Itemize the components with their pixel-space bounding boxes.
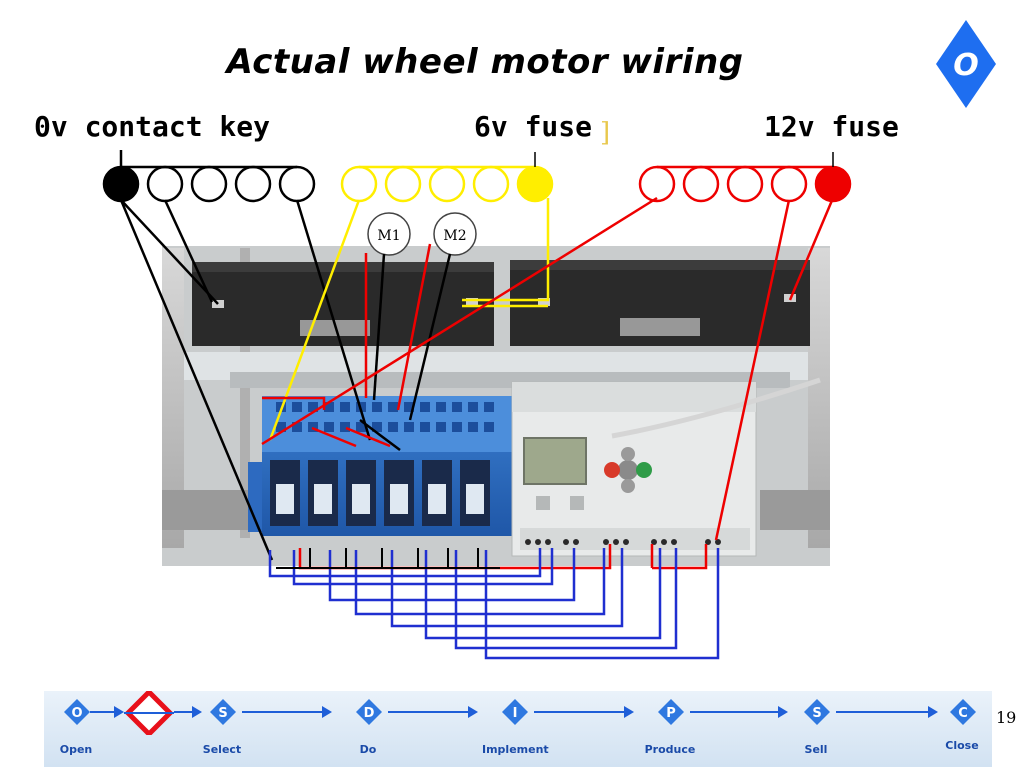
step-implement-label: Implement (482, 743, 549, 756)
relay-bank (248, 396, 512, 536)
osdips-process-bar: O Open S Select D Do I Implement (44, 691, 992, 767)
slide-title: Actual wheel motor wiring (226, 42, 744, 82)
corner-badge-letter: O (953, 48, 979, 83)
current-step-diamond-icon (124, 691, 174, 735)
step-select-label: Select (202, 743, 242, 756)
step-close[interactable]: C Close (930, 691, 994, 767)
do-diamond-icon: D (356, 699, 382, 725)
black-output-ties (276, 548, 500, 569)
step-open[interactable]: O Open (44, 691, 108, 767)
zero-volt-label: 0v contact key (34, 110, 271, 143)
motor-m2: M2 (433, 212, 477, 256)
select-diamond-icon: S (210, 699, 236, 725)
wiring-diagram: M1 M2 (102, 150, 852, 660)
sell-diamond-icon: S (804, 699, 830, 725)
svg-text:S: S (218, 706, 227, 721)
step-implement[interactable]: I Implement (482, 691, 549, 767)
page-number: 19 (996, 708, 1017, 727)
step-sell-label: Sell (804, 743, 828, 756)
step-open-label: Open (59, 743, 93, 756)
zero-volt-terminals (102, 150, 316, 203)
six-volt-terminals (340, 152, 554, 203)
svg-text:P: P (666, 706, 676, 721)
step-select[interactable]: S Select (190, 691, 254, 767)
arrow-sell-to-close (836, 706, 938, 718)
arrow-current-to-select (174, 706, 202, 718)
svg-text:O: O (71, 706, 82, 721)
motor-m2-label: M2 (443, 228, 466, 244)
twelve-volt-terminals (638, 152, 852, 203)
produce-diamond-icon: P (658, 699, 684, 725)
step-produce-label: Produce (644, 743, 696, 756)
step-produce[interactable]: P Produce (638, 691, 702, 767)
step-close-label: Close (945, 739, 979, 752)
six-volt-fuse-label: 6v fuse (474, 110, 593, 143)
motor-m1: M1 (367, 212, 411, 256)
close-diamond-icon: C (950, 699, 976, 725)
open-stage-diamond-icon: O (936, 20, 996, 108)
yellow-wires (268, 198, 550, 441)
step-sell[interactable]: S Sell (784, 691, 848, 767)
open-diamond-icon: O (64, 699, 90, 725)
black-wires (119, 199, 452, 561)
arrow-select-to-do (242, 706, 332, 718)
implement-diamond-icon: I (502, 699, 528, 725)
six-volt-bracket: ] (600, 118, 611, 148)
arrow-do-to-implement (388, 706, 478, 718)
motor-m1-label: M1 (377, 228, 400, 244)
svg-text:C: C (958, 706, 968, 721)
arrow-implement-to-produce (534, 706, 634, 718)
arrow-open-to-current (90, 706, 124, 718)
svg-text:I: I (513, 706, 518, 721)
svg-text:S: S (812, 706, 821, 721)
red-wires (261, 196, 835, 541)
svg-text:D: D (364, 706, 375, 721)
step-do[interactable]: D Do (336, 691, 400, 767)
arrow-produce-to-sell (690, 706, 788, 718)
step-do-label: Do (359, 743, 377, 756)
plc-controller (511, 377, 821, 557)
twelve-volt-fuse-label: 12v fuse (764, 110, 899, 143)
